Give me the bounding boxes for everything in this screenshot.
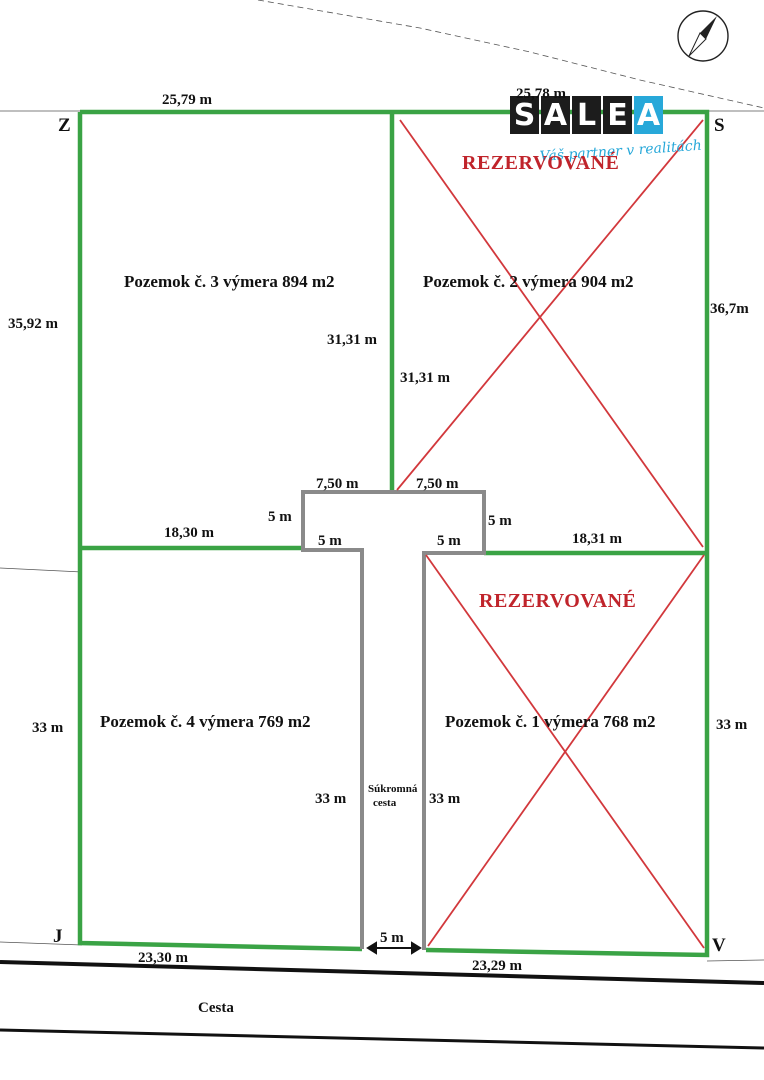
reserved-cross-plot-2 [396,119,704,548]
logo-letter: E [607,98,628,133]
corner-label-z: Z [58,115,71,136]
logo-letter: A [544,98,568,133]
reserved-label-plot-2: REZERVOVANÉ [462,151,619,174]
private-road-label-line2: cesta [373,797,397,809]
road-width-arrow [366,941,422,955]
dim-turn-left-5: 5 m [268,509,292,525]
plot-4-label: Pozemok č. 4 výmera 769 m2 [100,712,311,731]
reserved-label-plot-1: REZERVOVANÉ [479,589,636,612]
dim-left-lower: 33 m [32,720,64,736]
private-road-outline [301,490,486,950]
logo-box [634,96,663,134]
dim-divider-right: 18,31 m [572,531,623,547]
dim-turn-left-750: 7,50 m [316,476,359,492]
dim-top-left: 25,79 m [162,92,213,108]
logo-letter: S [514,98,536,133]
logo-box [510,96,539,134]
public-road-label: Cesta [198,1000,234,1016]
dim-right-upper: 36,7m [710,301,749,317]
logo-letter: A [637,98,661,133]
public-road [0,960,764,1050]
corner-label-j: J [53,926,63,947]
private-road-label-line1: Súkromná [368,783,418,795]
dim-inner-right-5: 5 m [437,533,461,549]
dim-mid-left-31: 31,31 m [327,332,378,348]
dim-road-width: 5 m [380,930,404,946]
dim-top-right: 25,78 m [516,86,567,102]
plot-3-label: Pozemok č. 3 výmera 894 m2 [124,272,335,291]
dim-bottom-right: 23,29 m [472,958,523,974]
logo-box [572,96,601,134]
dim-right-lower: 33 m [716,717,748,733]
plot-2-label: Pozemok č. 2 výmera 904 m2 [423,272,634,291]
dim-bottom-left: 23,30 m [138,950,189,966]
corner-label-v: V [712,935,726,956]
logo-box [603,96,632,134]
reserved-cross-plot-1 [425,554,705,949]
logo-box [541,96,570,134]
dim-divider-left: 18,30 m [164,525,215,541]
compass-icon [677,10,729,62]
dim-turn-right-5: 5 m [488,513,512,529]
dim-road-right: 33 m [429,791,461,807]
dim-inner-left-5: 5 m [318,533,342,549]
dim-left-upper: 35,92 m [8,316,59,332]
dim-turn-right-750: 7,50 m [416,476,459,492]
dim-mid-right-31: 31,31 m [400,370,451,386]
dim-road-left: 33 m [315,791,347,807]
plot-1-label: Pozemok č. 1 výmera 768 m2 [445,712,656,731]
plot-boundaries [77,109,710,958]
corner-label-s: S [714,115,725,136]
logo-letter: L [577,98,596,133]
